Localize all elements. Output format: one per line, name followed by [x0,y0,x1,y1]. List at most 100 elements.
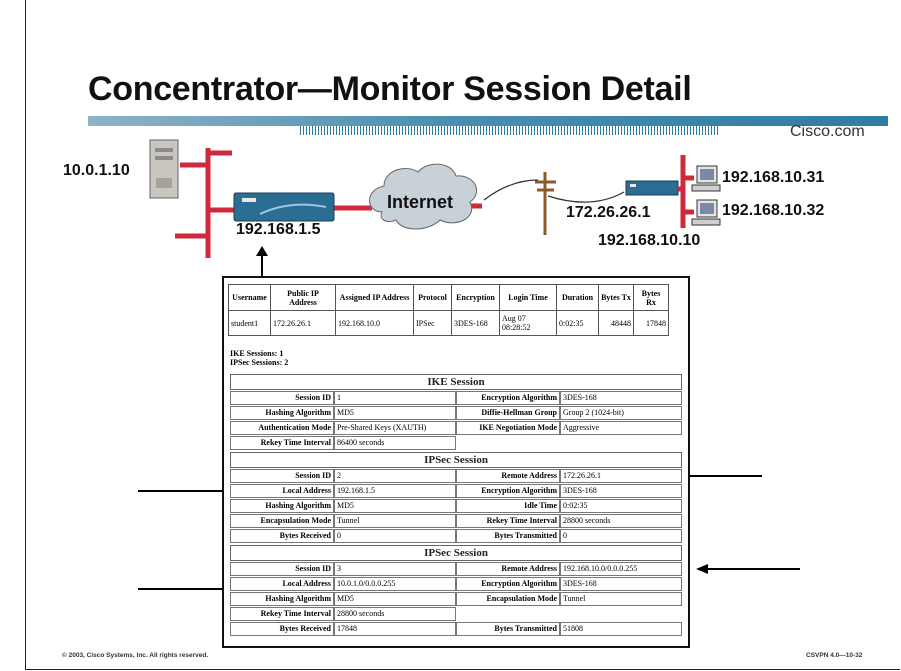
field-value: MD5 [334,592,456,606]
field-label: Encapsulation Mode [456,592,560,606]
remote-lan-red [678,155,694,228]
cell-bytes-tx: 48448 [598,310,634,336]
field-label: Local Address [230,577,334,591]
up-arrow-icon [256,246,268,276]
column-header: Username [228,284,271,311]
internet-cloud-icon [369,163,477,230]
field-value: 2 [334,469,456,483]
field-label: Authentication Mode [230,421,334,435]
field-label: Encryption Algorithm [456,391,560,405]
table-row[interactable]: student1 172.26.26.1 192.168.10.0 IPSec … [228,310,669,336]
field-value: 17848 [334,622,456,636]
session-summary-table: Username Public IP Address Assigned IP A… [228,284,669,336]
server-icon [149,139,179,199]
cell-assigned-ip: 192.168.10.0 [335,310,414,336]
host1-ip-label: 192.168.10.31 [722,169,825,186]
column-header: Protocol [413,284,452,311]
field-label: Rekey Time Interval [230,607,334,621]
concentrator-ip-label: 192.168.1.5 [236,221,321,238]
cell-duration: 0:02:35 [556,310,599,336]
field-value: Tunnel [334,514,456,528]
cell-username[interactable]: student1 [228,310,271,336]
cell-public-ip: 172.26.26.1 [270,310,336,336]
field-label: Encryption Algorithm [456,484,560,498]
ike-sessions-count: IKE Sessions: 1 [230,349,284,358]
host2-ip-label: 192.168.10.32 [722,202,825,219]
course-code-footer: CSVPN 4.0—10-32 [806,652,863,659]
field-value: MD5 [334,406,456,420]
field-value: MD5 [334,499,456,513]
session-counts: IKE Sessions: 1 IPSec Sessions: 2 [230,349,288,367]
field-value: Pre-Shared Keys (XAUTH) [334,421,456,435]
slide-frame [25,0,900,670]
field-value: Aggressive [560,421,682,435]
field-value: 10.0.1.0/0.0.0.255 [334,577,456,591]
remote-link-wire [547,191,625,203]
field-value: 0 [334,529,456,543]
column-header: Public IP Address [270,284,336,311]
ipsec-session-1-title: IPSec Session [230,452,682,468]
field-value: 3 [334,562,456,576]
field-label: Rekey Time Interval [230,436,334,450]
column-header: Bytes Rx [633,284,669,311]
field-value: 3DES-168 [560,391,682,405]
cisco-brand-label: Cisco.com [790,123,865,140]
slide-title: Concentrator—Monitor Session Detail [88,70,692,108]
field-label: Bytes Received [230,622,334,636]
field-label: Remote Address [456,562,560,576]
cell-protocol: IPSec [413,310,452,336]
remote-private-ip-label: 192.168.10.10 [598,232,701,249]
field-label: Encryption Algorithm [456,577,560,591]
column-header: Assigned IP Address [335,284,414,311]
field-value: 86400 seconds [334,436,456,450]
field-label: Encapsulation Mode [230,514,334,528]
remote-public-ip-label: 172.26.26.1 [566,204,651,221]
remote-router-icon [625,180,679,196]
field-value: 3DES-168 [560,484,682,498]
field-value: 192.168.10.0/0.0.0.255 [560,562,682,576]
field-label: Remote Address [456,469,560,483]
cell-bytes-rx: 17848 [633,310,669,336]
column-header: Bytes Tx [598,284,634,311]
field-label: Local Address [230,484,334,498]
ike-session-title: IKE Session [230,374,682,390]
field-value: 1 [334,391,456,405]
field-value: 172.26.26.1 [560,469,682,483]
field-label: Hashing Algorithm [230,592,334,606]
field-label: IKE Negotiation Mode [456,421,560,435]
field-value: 0 [560,529,682,543]
field-label: Rekey Time Interval [456,514,560,528]
field-value: 3DES-168 [560,577,682,591]
concentrator-icon [233,192,335,222]
table-header-row: Username Public IP Address Assigned IP A… [228,284,669,311]
field-label: Hashing Algorithm [230,406,334,420]
cell-encryption: 3DES-168 [451,310,500,336]
arrow-left-icon-2 [696,564,800,574]
field-label: Session ID [230,469,334,483]
internet-link-wire [483,179,539,201]
field-label: Bytes Transmitted [456,529,560,543]
copyright-footer: © 2003, Cisco Systems, Inc. All rights r… [62,652,209,659]
field-value: 28800 seconds [560,514,682,528]
computer-icon-1 [691,165,721,192]
field-label: Bytes Transmitted [456,622,560,636]
title-underline-bar [88,116,888,126]
field-value: 192.168.1.5 [334,484,456,498]
title-stripe-decoration [300,126,720,135]
column-header: Duration [556,284,599,311]
field-value: Group 2 (1024-bit) [560,406,682,420]
